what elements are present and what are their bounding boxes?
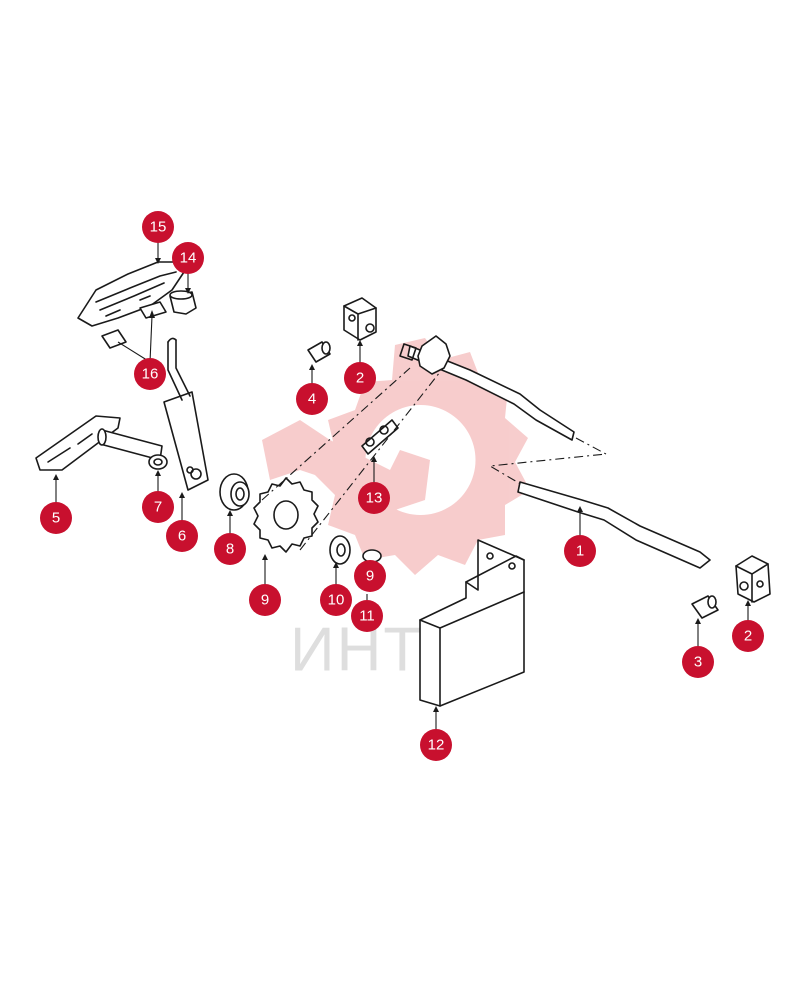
part-chain-link (361, 419, 399, 455)
callout-3: 3 (682, 646, 714, 678)
part-pedal-pad (77, 261, 185, 327)
callout-2-upper: 2 (344, 362, 376, 394)
svg-text:16: 16 (142, 366, 159, 383)
part-rubber-cap (169, 290, 197, 315)
svg-text:2: 2 (744, 628, 752, 645)
callout-9-sprocket: 9 (249, 584, 281, 616)
svg-text:5: 5 (52, 510, 60, 527)
svg-text:8: 8 (226, 541, 234, 558)
svg-text:3: 3 (694, 654, 702, 671)
part-pillow-block-upper (343, 297, 377, 341)
callout-15: 15 (142, 211, 174, 243)
svg-text:2: 2 (356, 370, 364, 387)
callout-8: 8 (214, 533, 246, 565)
callout-6: 6 (166, 520, 198, 552)
part-cover-plate (419, 539, 525, 707)
svg-text:6: 6 (178, 528, 186, 545)
svg-text:12: 12 (428, 737, 445, 754)
part-pin-lower (691, 595, 719, 619)
part-bushing (148, 454, 168, 470)
callout-9-washer: 9 (354, 560, 386, 592)
part-flange-bearing (219, 473, 250, 511)
callout-2-lower: 2 (732, 620, 764, 652)
svg-text:13: 13 (366, 490, 383, 507)
callout-10: 10 (320, 584, 352, 616)
callout-4: 4 (296, 383, 328, 415)
watermark-wrench-icon (262, 420, 430, 510)
svg-text:4: 4 (308, 391, 316, 408)
callout-13: 13 (358, 482, 390, 514)
part-pedal-bracket (35, 415, 163, 471)
part-pin-upper (307, 341, 331, 363)
svg-text:1: 1 (576, 543, 584, 560)
watermark-gear-icon (315, 338, 530, 575)
callout-5: 5 (40, 502, 72, 534)
svg-text:15: 15 (150, 219, 167, 236)
svg-text:9: 9 (366, 568, 374, 585)
part-washer (329, 535, 351, 565)
part-pedal-lever (163, 337, 209, 491)
part-large-sprocket (253, 477, 319, 553)
callout-12: 12 (420, 729, 452, 761)
svg-text:14: 14 (180, 250, 197, 267)
svg-text:9: 9 (261, 592, 269, 609)
callout-1: 1 (564, 535, 596, 567)
part-pillow-block-lower (735, 555, 771, 603)
part-shaft (399, 335, 711, 569)
svg-text:7: 7 (154, 499, 162, 516)
leader-lines (53, 238, 751, 730)
callout-7: 7 (142, 491, 174, 523)
callout-16: 16 (134, 358, 166, 390)
svg-text:11: 11 (359, 608, 375, 625)
callouts: 15 14 16 5 7 6 8 4 2 13 9 10 9 11 1 12 3… (40, 211, 764, 761)
assembly-lines (261, 367, 608, 551)
callout-11: 11 (351, 600, 383, 632)
callout-14: 14 (172, 242, 204, 274)
svg-text:10: 10 (328, 592, 345, 609)
